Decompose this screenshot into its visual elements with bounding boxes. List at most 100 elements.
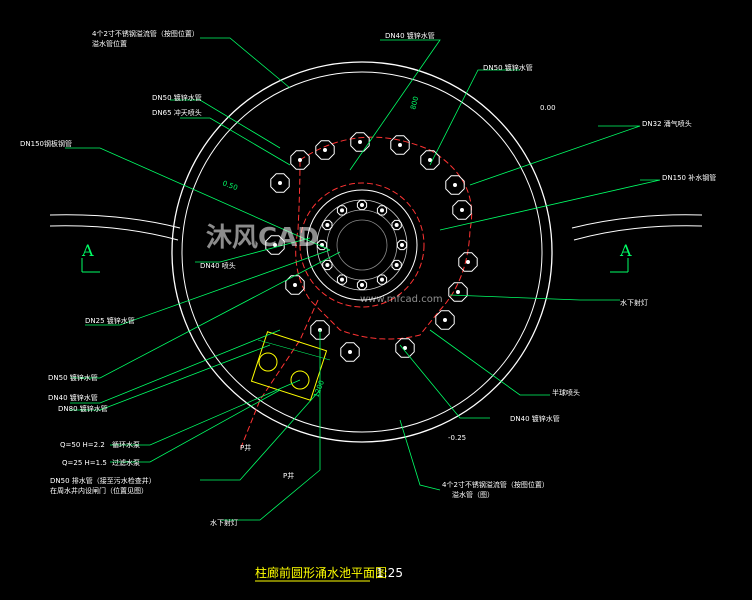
nozzle-outer-4 (350, 132, 370, 152)
inner-pool-ring-3 (326, 209, 398, 281)
outer-basin-ring (171, 61, 553, 443)
label-pump-spec-2: Q=25 H=1.5 (62, 459, 107, 467)
nozzle-outer-3-center (323, 148, 327, 152)
nozzle-outer-5-center (398, 143, 402, 147)
label-elev-2: -0.25 (448, 434, 466, 442)
nozzle-outer-9 (458, 252, 478, 272)
nozzle-outer-3 (315, 140, 335, 160)
label-elev-1: 0.00 (540, 104, 556, 112)
label-dim-1: 1200 (312, 379, 326, 398)
nozzle-outer-1 (270, 173, 290, 193)
nozzle-inner-3-center (380, 277, 384, 282)
nozzle-outer-10 (448, 282, 468, 302)
nozzle-outer-2 (290, 150, 310, 170)
nozzle-outer-14 (310, 320, 330, 340)
watermark-url: www.mfcad.com (360, 294, 443, 305)
nozzle-outer-9-center (466, 260, 470, 264)
label-right-note-1: 4个2寸不锈钢溢流管（按图位置） (442, 480, 549, 489)
section-label-right: A (619, 241, 632, 260)
inner-pool-ring-2 (316, 199, 408, 291)
label-dim-2: 800 (409, 96, 420, 111)
nozzle-inner-6 (322, 259, 333, 271)
nozzle-outer-6-center (428, 158, 432, 162)
label-elev-3: 0.50 (221, 179, 238, 192)
nozzle-inner-9-center (340, 208, 344, 213)
inner-pool-ring-4 (336, 219, 388, 271)
nozzle-inner-11-center (380, 208, 384, 213)
nozzle-outer-12 (395, 338, 415, 358)
section-marker-left: A (81, 241, 100, 273)
annotation-labels: 4个2寸不锈钢溢流管（按图位置） 溢水管位置 DN40 镀锌水管 DN50 镀锌… (20, 29, 716, 527)
label-dn32-air: DN32 涌气喷头 (642, 119, 692, 128)
nozzle-outer-15-center (293, 283, 297, 287)
label-right-note-2: 溢水管（图） (452, 490, 494, 499)
nozzle-outer-16-center (273, 243, 277, 247)
nozzle-inner-7 (316, 239, 328, 251)
nozzle-inner-6-center (325, 263, 330, 267)
label-dn150-right: DN150 补水钢管 (662, 173, 716, 182)
nozzle-outer-5 (390, 135, 410, 155)
nozzle-outer-13-center (348, 350, 352, 354)
pump-pit (250, 331, 331, 401)
nozzle-inner-4 (356, 279, 368, 291)
inner-pool-ring (306, 189, 418, 301)
label-circulation-pump: 循环水泵 (112, 440, 140, 449)
nozzle-outer-8-center (460, 208, 464, 212)
nozzle-inner-9 (336, 205, 348, 216)
label-pump: P井 (283, 471, 294, 480)
pump-circle-1 (258, 352, 278, 372)
pump-circle-2 (290, 370, 310, 390)
nozzle-outer-15 (285, 275, 305, 295)
nozzle-inner-2-center (394, 263, 399, 267)
nozzle-inner-5-center (340, 277, 344, 282)
nozzle-outer-7 (445, 175, 465, 195)
nozzle-outer-12-center (403, 346, 407, 350)
nozzle-inner-12 (391, 219, 402, 231)
nozzle-inner-8 (322, 219, 333, 231)
label-dn40-pipe: DN40 镀锌水管 (48, 393, 98, 402)
nozzle-outer-7-center (453, 183, 457, 187)
label-top-note-2: 溢水管位置 (92, 39, 127, 48)
label-dn50-pipe: DN50 镀锌水管 (48, 373, 98, 382)
label-dn150: DN150钢板钢管 (20, 139, 72, 148)
label-dn40-pipe2: DN40 镀锌水管 (510, 414, 560, 423)
label-dn50-left: DN50 镀锌水管 (152, 93, 202, 102)
nozzle-inner-1 (396, 239, 408, 251)
nozzle-outer-8 (452, 200, 472, 220)
label-underwater-light: 水下射灯 (620, 298, 648, 307)
label-filter-pump: 过滤水泵 (112, 458, 140, 467)
nozzle-inner-12-center (394, 223, 399, 227)
nozzle-inner-4-center (360, 283, 364, 287)
nozzle-outer-4-center (358, 140, 362, 144)
label-dn50-top: DN50 镀锌水管 (483, 63, 533, 72)
label-note-drain: 在周水井内设闸门（位置见图） (50, 486, 148, 495)
label-pump-spec-1: Q=50 H=2.2 (60, 441, 105, 449)
drawing-title-block: 柱廊前圆形涌水池平面图 1:25 (255, 565, 403, 582)
nozzle-outer-13 (340, 342, 360, 362)
nozzle-outer-11 (435, 310, 455, 330)
label-pump-2: P井 (240, 443, 251, 452)
label-dn80-pipe: DN80 镀锌水管 (58, 404, 108, 413)
nozzle-ring (265, 132, 478, 362)
section-label-left: A (81, 241, 94, 260)
nozzle-outer-1-center (278, 181, 282, 185)
nozzle-outer-11-center (443, 318, 447, 322)
watermark-brand: 沐风CAD (206, 223, 319, 253)
drawing-scale: 1:25 (376, 566, 403, 580)
nozzle-inner-11 (376, 205, 388, 216)
nozzle-outer-16 (265, 235, 285, 255)
walkway-lines (49, 214, 703, 241)
nozzle-inner-2 (391, 259, 402, 271)
label-dn25-pipe: DN25 镀锌水管 (85, 316, 135, 325)
red-pipe-ring (239, 136, 473, 451)
label-dn40-top: DN40 镀锌水管 (385, 31, 435, 40)
label-spray-note: 半球喷头 (552, 388, 580, 397)
section-marker-right: A (610, 241, 632, 273)
nozzle-inner-10-center (360, 203, 364, 207)
label-top-note-1: 4个2寸不锈钢溢流管（按图位置） (92, 29, 199, 38)
label-dn50-drain: DN50 排水管（接至污水检查井） (50, 476, 156, 485)
nozzle-outer-2-center (298, 158, 302, 162)
watermark: 沐风CAD www.mfcad.com (206, 223, 443, 305)
leader-lines (65, 37, 661, 521)
